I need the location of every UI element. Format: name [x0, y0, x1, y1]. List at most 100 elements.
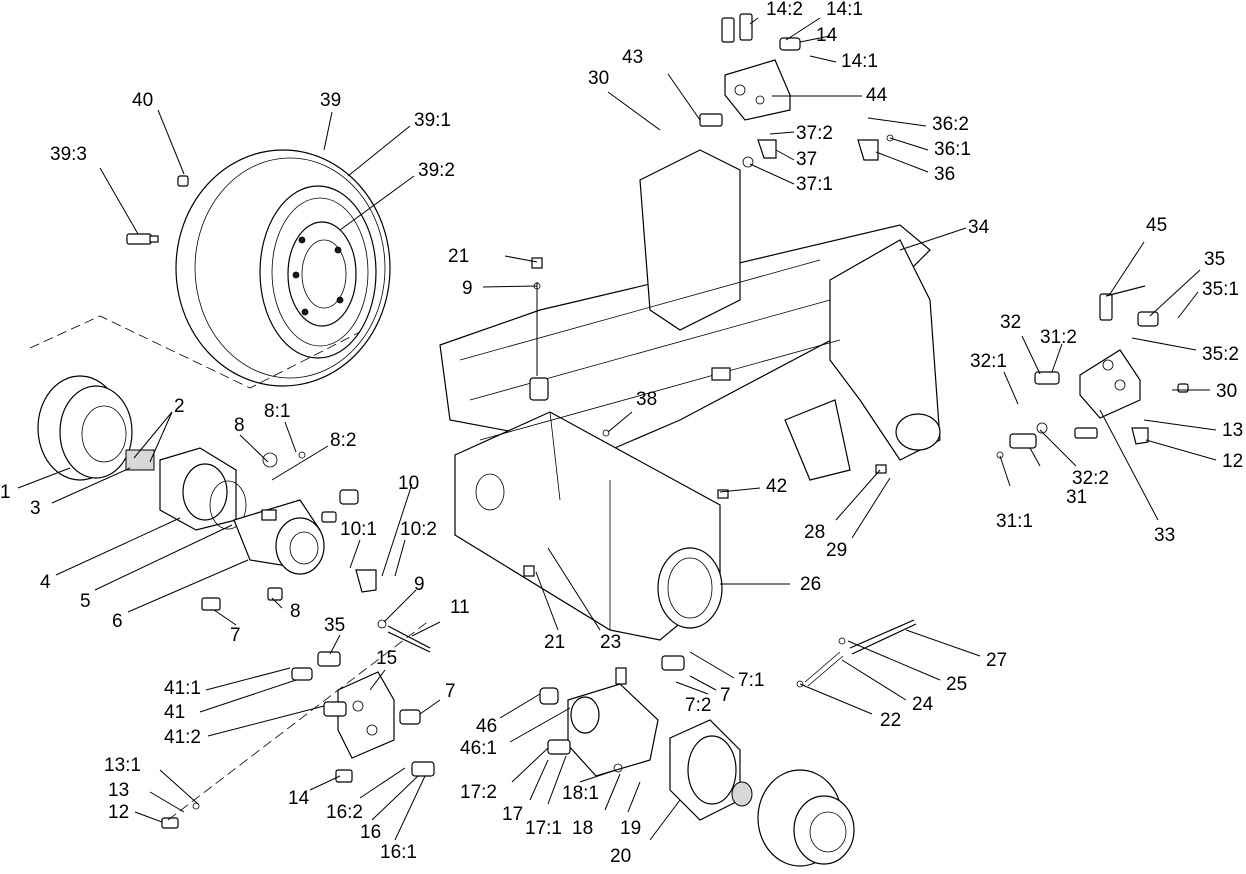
- callout-32: 32: [1000, 312, 1021, 333]
- callout-8-1: 8:1: [264, 401, 290, 422]
- callout-32-1: 32:1: [970, 351, 1007, 372]
- callout-28: 28: [804, 522, 825, 543]
- callout-3: 3: [30, 498, 41, 519]
- callout-10-1: 10:1: [340, 519, 377, 540]
- callout-35: 35: [324, 615, 345, 636]
- callout-15: 15: [376, 648, 397, 669]
- callout-16-1: 16:1: [380, 842, 417, 863]
- callout-21: 21: [448, 246, 469, 267]
- callout-13: 13: [108, 780, 129, 801]
- callout-44: 44: [866, 85, 888, 106]
- callout-40: 40: [132, 90, 153, 111]
- callout-37: 37: [796, 149, 817, 170]
- callout-37-2: 37:2: [796, 123, 833, 144]
- valve-stem: [126, 233, 159, 245]
- callout-23: 23: [600, 632, 621, 653]
- callout-32-2: 32:2: [1072, 468, 1109, 489]
- motor-mount-right: [669, 719, 753, 821]
- callout-19: 19: [620, 818, 641, 839]
- fittings-left-cluster: [201, 451, 431, 653]
- callout-7: 7: [230, 625, 241, 646]
- wheel-hub-right: [757, 769, 855, 867]
- callout-27: 27: [986, 650, 1007, 671]
- callout-1: 1: [0, 482, 11, 503]
- callout-41-2: 41:2: [164, 727, 201, 748]
- callout-39-1: 39:1: [414, 110, 451, 131]
- callout-8: 8: [234, 415, 245, 436]
- callout-46-1: 46:1: [460, 738, 497, 759]
- callout-36: 36: [934, 164, 955, 185]
- spring-rod: [796, 619, 917, 688]
- callout-31-1: 31:1: [996, 511, 1033, 532]
- callout-7: 7: [720, 685, 731, 706]
- callout-42: 42: [766, 476, 787, 497]
- callout-12: 12: [108, 802, 129, 823]
- callout-8-2: 8:2: [330, 430, 356, 451]
- callout-14-1: 14:1: [826, 0, 863, 20]
- callout-43: 43: [622, 47, 643, 68]
- callout-29: 29: [826, 540, 847, 561]
- callout-39-3: 39:3: [50, 144, 87, 165]
- callout-41: 41: [164, 702, 185, 723]
- callout-6: 6: [112, 611, 123, 632]
- callout-7-1: 7:1: [738, 670, 764, 691]
- hydraulic-motor-right: [539, 655, 685, 777]
- callout-46: 46: [476, 716, 497, 737]
- callout-12: 12: [1222, 451, 1243, 472]
- callout-5: 5: [80, 591, 91, 612]
- callout-2: 2: [174, 396, 185, 417]
- callout-16-2: 16:2: [326, 802, 363, 823]
- callout-36-2: 36:2: [932, 114, 969, 135]
- callout-45: 45: [1146, 215, 1167, 236]
- callout-9: 9: [414, 574, 425, 595]
- callout-7-2: 7:2: [685, 695, 711, 716]
- callout-21: 21: [544, 632, 565, 653]
- callout-14-1: 14:1: [841, 51, 878, 72]
- callout-26: 26: [800, 574, 821, 595]
- callout-39: 39: [320, 90, 341, 111]
- callout-31: 31: [1066, 487, 1087, 508]
- callout-14: 14: [288, 788, 310, 809]
- callout-18: 18: [572, 818, 593, 839]
- callout-36-1: 36:1: [934, 139, 971, 160]
- callout-20: 20: [610, 846, 631, 867]
- callout-30: 30: [1216, 381, 1237, 402]
- callout-34: 34: [968, 217, 990, 238]
- callout-31-2: 31:2: [1040, 327, 1077, 348]
- callout-16: 16: [360, 822, 381, 843]
- manifold-lower: [161, 619, 435, 829]
- callout-7: 7: [445, 681, 456, 702]
- callout-22: 22: [880, 710, 901, 731]
- wheel-nut: [177, 175, 189, 187]
- callout-38: 38: [636, 389, 657, 410]
- callout-35: 35: [1204, 249, 1225, 270]
- wheel-hub-left: [37, 375, 155, 481]
- callout-41-1: 41:1: [164, 678, 201, 699]
- callout-13-1: 13:1: [104, 755, 141, 776]
- callout-4: 4: [40, 572, 51, 593]
- valve-block-right: [996, 285, 1189, 459]
- leader-lines: [17, 17, 1217, 841]
- callout-14: 14: [816, 25, 838, 46]
- callout-13: 13: [1222, 420, 1243, 441]
- manifold-top: [699, 13, 894, 168]
- callout-10: 10: [398, 473, 419, 494]
- hydraulic-motor-left: [233, 499, 325, 575]
- callout-8: 8: [290, 601, 301, 622]
- callout-37-1: 37:1: [796, 174, 833, 195]
- callout-11: 11: [450, 597, 470, 618]
- motor-mount-housing: [159, 447, 247, 531]
- callout-9: 9: [462, 278, 473, 299]
- tire-wheel-assembly: [175, 149, 391, 387]
- callout-35-2: 35:2: [1202, 344, 1239, 365]
- callout-17-2: 17:2: [460, 782, 497, 803]
- callout-18-1: 18:1: [562, 783, 599, 804]
- callout-35-1: 35:1: [1202, 279, 1239, 300]
- main-frame: [439, 149, 941, 641]
- callout-39-2: 39:2: [418, 160, 455, 181]
- callout-25: 25: [946, 674, 967, 695]
- callout-17: 17: [502, 804, 523, 825]
- parts-artwork: [29, 13, 1189, 867]
